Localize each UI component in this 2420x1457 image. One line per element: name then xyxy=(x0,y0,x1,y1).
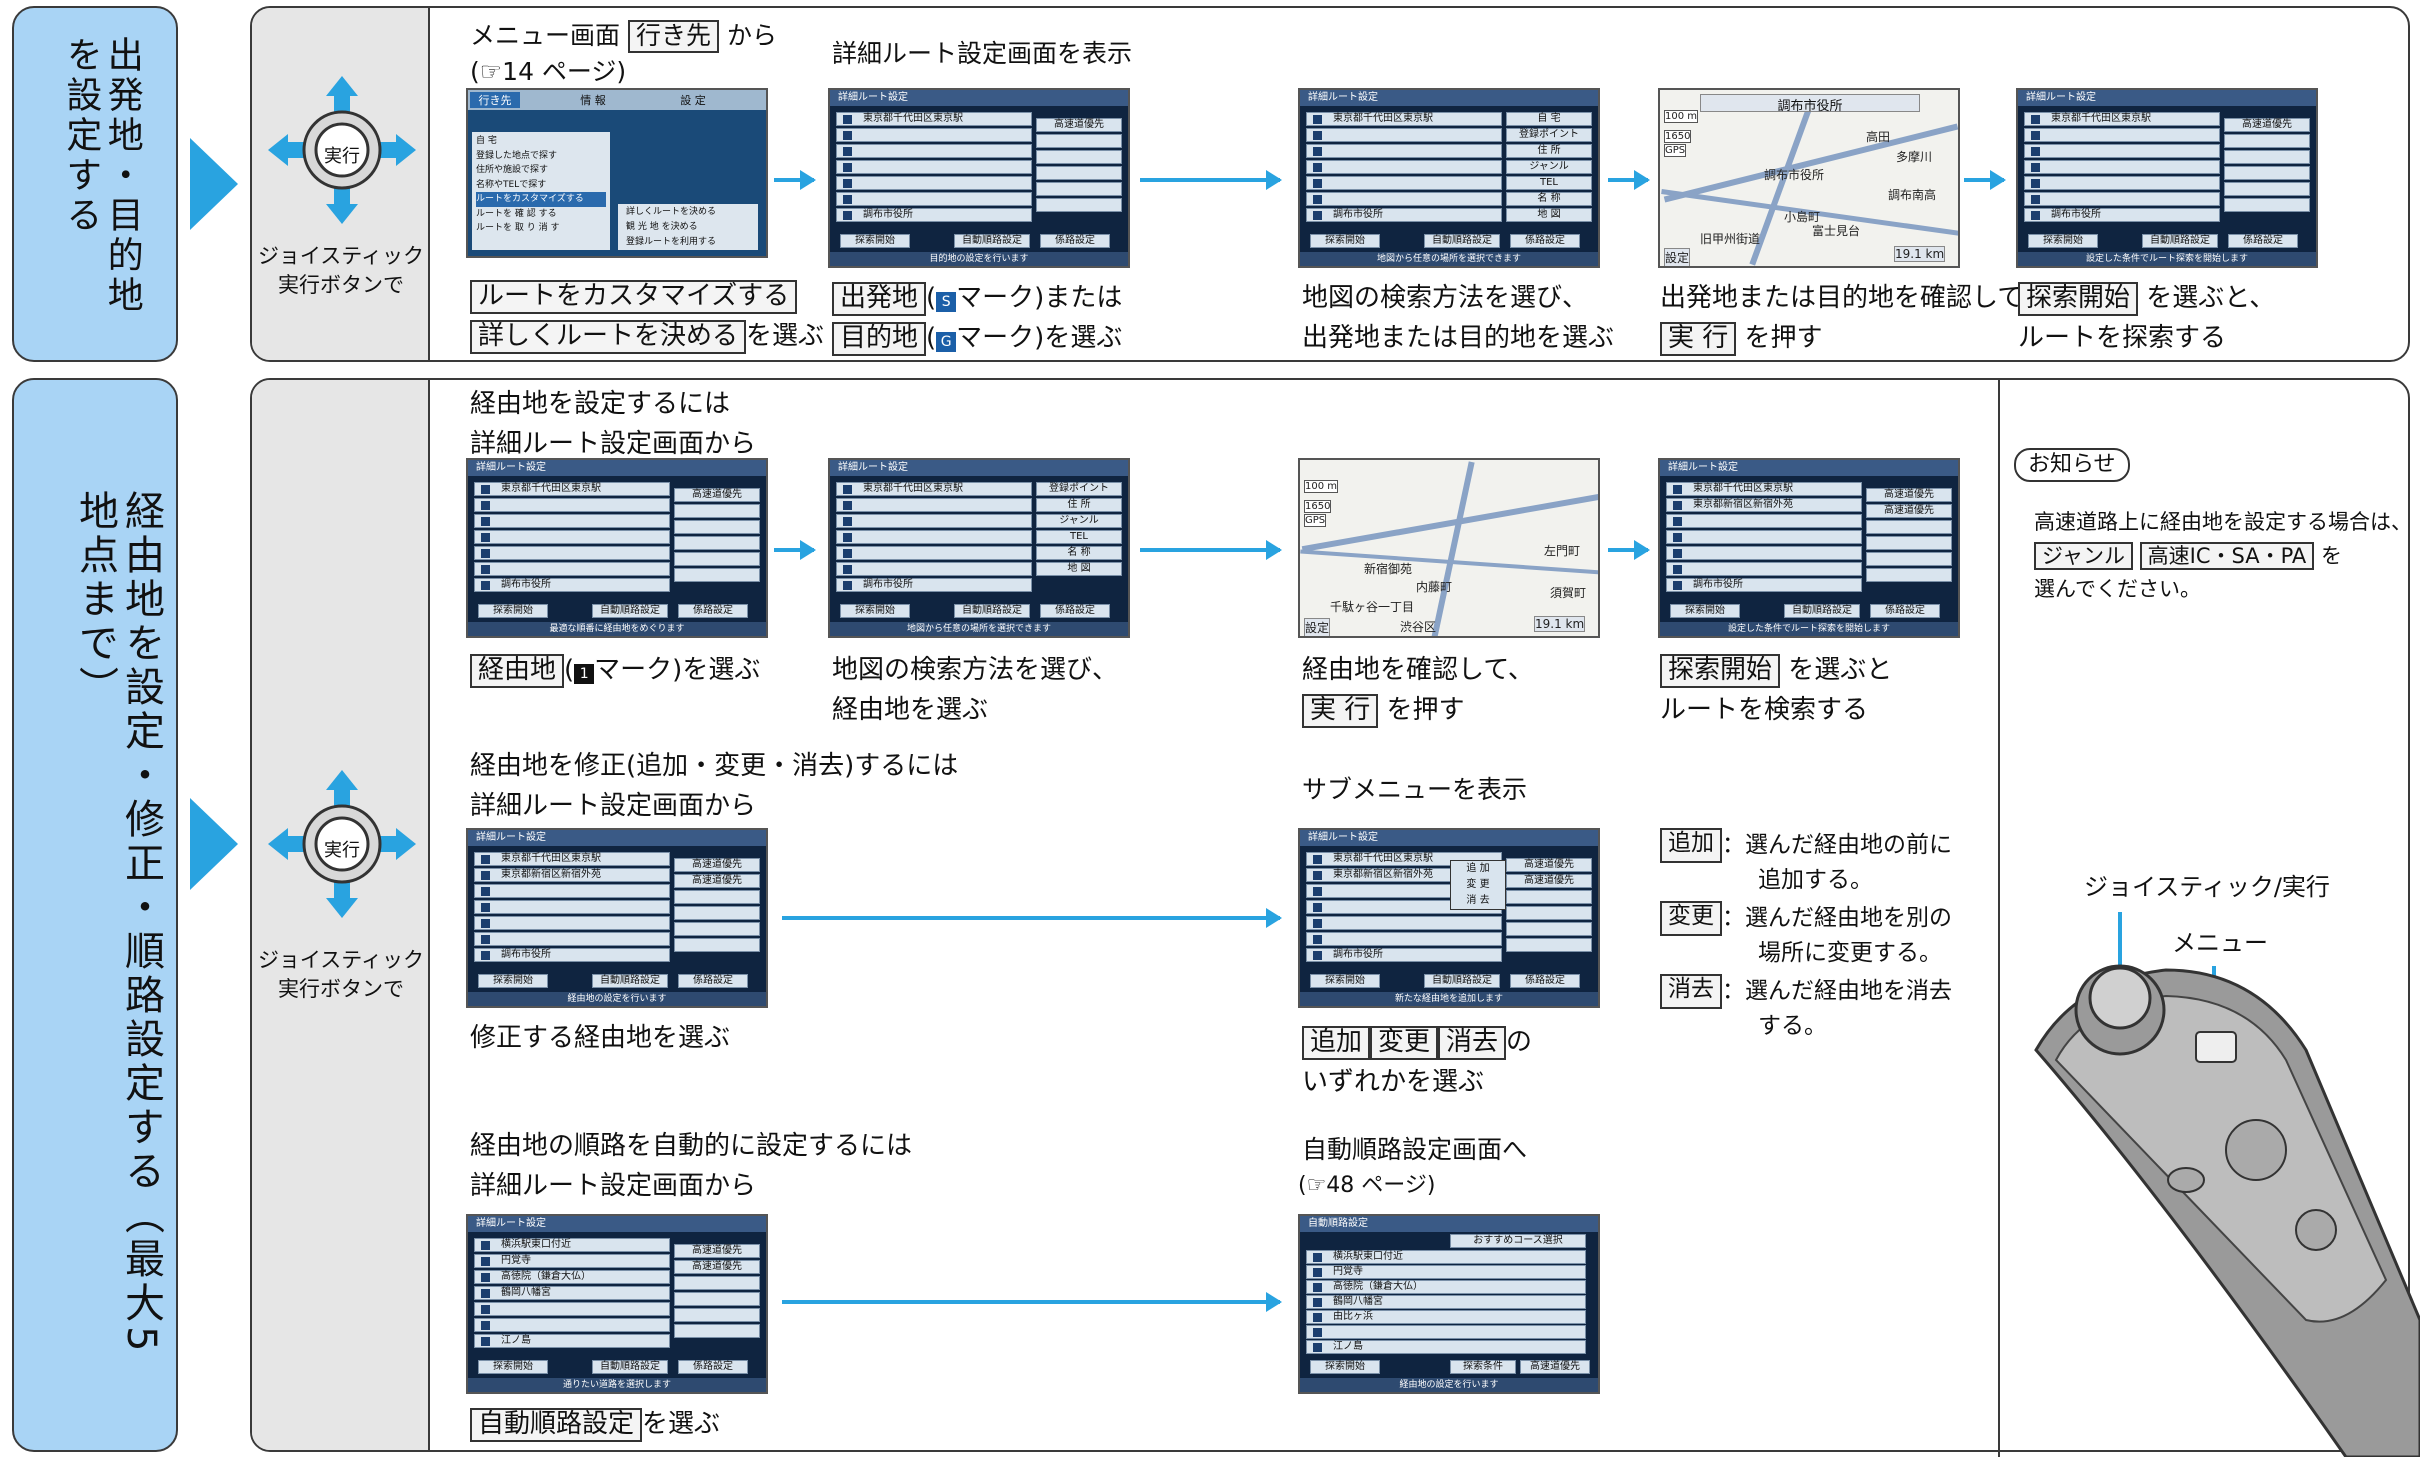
joystick-label: ジョイスティック実行ボタンで xyxy=(257,948,425,1002)
chevron-right-icon xyxy=(190,798,238,890)
search-waypoint-text: 地図の検索方法を選び、経由地を選ぶ xyxy=(832,655,1119,726)
notice-text: 高速道路上に経由地を設定する場合は、 ジャンル 高速IC・SA・PA を 選んで… xyxy=(2034,510,2412,602)
step1-page-ref: (☞14 ページ) xyxy=(470,57,627,86)
route-screen-1: 詳細ルート設定 東京都千代田区東京駅 調布市役所 高速道優先 探索開始 自動順路… xyxy=(828,88,1130,268)
chevron-right-icon xyxy=(190,138,238,230)
modify-heading: 経由地を修正(追加・変更・消去)するには詳細ルート設定画面から xyxy=(470,751,959,822)
joystick-cell: 実行 ジョイスティック実行ボタンで xyxy=(252,8,430,360)
waypoint-flag-icon: 1 xyxy=(574,664,595,684)
remote-label-joystick: ジョイスティック/実行 xyxy=(2084,873,2330,901)
route-screen-submenu: 詳細ルート設定 東京都千代田区東京駅 東京都新宿区新宿外苑 調布市役所 高速道優… xyxy=(1298,828,1600,1008)
arrow xyxy=(1608,170,1650,190)
add-waypoint-heading: 経由地を設定するには詳細ルート設定画面から xyxy=(470,389,757,460)
notice-badge: お知らせ xyxy=(2014,448,2130,482)
joystick-center-label: 実行 xyxy=(324,146,360,167)
route-screen-3: 詳細ルート設定 東京都千代田区東京駅 調布市役所 高速道優先 探索開始 自動順路… xyxy=(2016,88,2318,268)
route-screen-2: 詳細ルート設定 東京都千代田区東京駅 調布市役所 自 宅 登録ポイント 住 所 … xyxy=(1298,88,1600,268)
auto-order-screen: 自動順路設定 おすすめコース選択 横浜駅東口付近 円覚寺 高徳院（鎌倉大仏） 鶴… xyxy=(1298,1214,1600,1394)
arrow xyxy=(774,170,816,190)
side-tab-top: 出発地・目的地を設定する xyxy=(12,6,178,362)
joystick-center-label: 実行 xyxy=(324,840,360,861)
auto-order-select-text: 自動順路設定を選ぶ xyxy=(470,1404,720,1444)
joystick-cell: 実行 ジョイスティック実行ボタンで xyxy=(252,380,430,1450)
side-tab-top-label: 出発地・目的地を設定する xyxy=(60,36,143,316)
step1-heading: メニュー画面 行き先 から xyxy=(470,20,777,53)
side-tab-bottom: 経由地を設定・修正・順路設定する（最大5地点まで） xyxy=(12,378,178,1452)
arrow xyxy=(1140,540,1282,560)
confirm-waypoint-text: 経由地を確認して、実 行 を押す xyxy=(1302,650,1534,731)
submenu-select-text: 追加変更消去のいずれかを選ぶ xyxy=(1302,1026,1533,1098)
step4-text: 出発地または目的地を確認して、実 行 を押す xyxy=(1660,278,2048,359)
route-screen-modify: 詳細ルート設定 東京都千代田区東京駅 東京都新宿区新宿外苑 調布市役所 高速道優… xyxy=(466,828,768,1008)
arrow xyxy=(782,1292,1282,1312)
auto-order-screen-heading: 自動順路設定画面へ xyxy=(1302,1135,1528,1164)
joystick-label: ジョイスティック実行ボタンで xyxy=(257,244,425,298)
remote-label-menu: メニュー xyxy=(2172,929,2268,957)
panel-waypoints: 実行 ジョイスティック実行ボタンで 経由地を設定するには詳細ルート設定画面から … xyxy=(250,378,2410,1452)
remote-control-icon xyxy=(2034,912,2420,1457)
arrow xyxy=(1140,170,1282,190)
start-flag-icon: S xyxy=(936,292,957,312)
arrow xyxy=(1964,170,2006,190)
step3-text: 地図の検索方法を選び、出発地または目的地を選ぶ xyxy=(1302,283,1615,354)
modify-select-text: 修正する経由地を選ぶ xyxy=(470,1023,731,1053)
map-screen-2: 100 m 1650 GPS 新宿御苑 内藤町 左門町 須賀町 千駄ヶ谷一丁目 … xyxy=(1298,458,1600,638)
step2-heading: 詳細ルート設定画面を表示 xyxy=(832,39,1133,68)
auto-order-page-ref: (☞48 ページ) xyxy=(1298,1173,1436,1198)
route-screen-wp-3: 詳細ルート設定 東京都千代田区東京駅 東京都新宿区新宿外苑 調布市役所 高速道優… xyxy=(1658,458,1960,638)
map-screen-1: 調布市役所 高田 多摩川 調布市役所 調布南高 小島町 富士見台 旧甲州街道 1… xyxy=(1658,88,1960,268)
submenu-explanation: 追加：選んだ経由地の前に 追加する。 変更：選んだ経由地を別の 場所に変更する。… xyxy=(1660,828,1952,1043)
side-tab-bottom-label: 経由地を設定・修正・順路設定する（最大5地点まで） xyxy=(72,490,164,1356)
step1-choice: ルートをカスタマイズする詳しくルートを決めるを選ぶ xyxy=(470,276,824,357)
arrow xyxy=(782,908,1282,928)
menu-screen: 行き先 情 報 設 定 自 宅登録した地点で探す住所や施設で探す名称やTELで探… xyxy=(466,88,768,258)
auto-order-heading: 経由地の順路を自動的に設定するには詳細ルート設定画面から xyxy=(470,1131,913,1202)
submenu-heading: サブメニューを表示 xyxy=(1302,775,1528,804)
search-route-text: 探索開始 を選ぶとルートを検索する xyxy=(1660,654,1893,726)
arrow xyxy=(774,540,816,560)
joystick-icon xyxy=(268,770,416,918)
route-screen-auto: 詳細ルート設定 横浜駅東口付近 円覚寺 高徳院（鎌倉大仏） 鶴岡八幡宮 江ノ島 … xyxy=(466,1214,768,1394)
step5-text: 探索開始 を選ぶと、ルートを探索する xyxy=(2018,282,2276,354)
route-screen-wp-1: 詳細ルート設定 東京都千代田区東京駅 調布市役所 高速道優先 探索開始 自動順路… xyxy=(466,458,768,638)
goal-flag-icon: G xyxy=(936,332,957,353)
panel-origin-destination: 実行 ジョイスティック実行ボタンで メニュー画面 行き先 から (☞14 ページ… xyxy=(250,6,2410,362)
arrow xyxy=(1608,540,1650,560)
route-screen-wp-2: 詳細ルート設定 東京都千代田区東京駅 調布市役所 登録ポイント 住 所 ジャンル… xyxy=(828,458,1130,638)
divider xyxy=(1998,378,2000,1457)
joystick-icon xyxy=(268,76,416,224)
